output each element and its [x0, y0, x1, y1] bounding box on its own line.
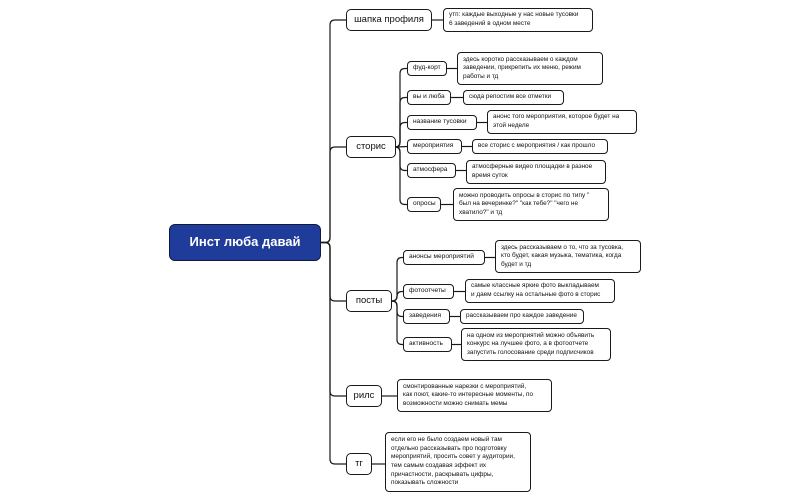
stories-item-events[interactable]: мероприятия: [407, 139, 462, 154]
stories-item-party-name[interactable]: название тусовки: [407, 115, 477, 130]
note-reels[interactable]: смонтированные нарезки с мероприятий, ка…: [397, 379, 552, 412]
branch-telegram[interactable]: тг: [346, 453, 372, 475]
note-activity[interactable]: на одном из мероприятий можно объявить к…: [461, 328, 611, 361]
note-atmosphere[interactable]: атмосферные видео площадки в разное врем…: [466, 160, 606, 184]
root-node[interactable]: Инст люба давай: [169, 224, 321, 261]
edge-root-n-reels: [321, 241, 346, 397]
note-food-court[interactable]: здесь коротко рассказываем о каждом заве…: [457, 52, 603, 85]
note-telegram[interactable]: если его не было создаем новый там отдел…: [385, 432, 531, 492]
note-header-profile[interactable]: утп: каждые выходные у нас новые тусовки…: [443, 8, 593, 32]
edge-n-posts-s-po-3: [391, 300, 403, 346]
branch-stories[interactable]: сторис: [346, 136, 396, 158]
note-photo-reports[interactable]: самые классные яркие фото выкладываем и …: [465, 279, 615, 303]
edge-n-stories-s-st-4: [394, 146, 407, 172]
edge-root-n-posts: [321, 241, 346, 302]
edge-n-stories-s-st-5: [394, 146, 407, 206]
edge-root-n-header: [321, 19, 346, 244]
stories-item-polls[interactable]: опросы: [407, 197, 441, 212]
edge-n-stories-s-st-2: [394, 121, 407, 148]
edge-n-posts-s-po-1: [391, 290, 403, 302]
note-polls[interactable]: можно проводить опросы в сторис по типу …: [453, 188, 609, 221]
note-events[interactable]: все сторис с мероприятия / как прошло: [472, 139, 608, 154]
posts-item-photo-reports[interactable]: фотоотчеты: [403, 284, 454, 299]
edge-n-stories-s-st-0: [394, 67, 407, 148]
stories-item-atmosphere[interactable]: атмосфера: [407, 163, 456, 178]
note-party-name[interactable]: анонс того мероприятия, которое будет на…: [487, 110, 637, 134]
stories-item-you-and-luba[interactable]: вы и люба: [407, 90, 451, 105]
posts-item-venues[interactable]: заведения: [403, 309, 450, 324]
note-event-announcements[interactable]: здесь рассказываем о то, что за тусовка,…: [495, 240, 641, 273]
note-venues[interactable]: рассказываем про каждое заведение: [460, 309, 584, 324]
edge-root-n-tg: [321, 241, 346, 465]
posts-item-event-announcements[interactable]: анонсы мероприятий: [403, 250, 485, 265]
branch-posts[interactable]: посты: [346, 290, 392, 312]
branch-header-profile[interactable]: шапка профиля: [346, 9, 432, 31]
branch-reels[interactable]: рилс: [346, 385, 382, 407]
edge-root-n-stories: [321, 146, 346, 244]
posts-item-activity[interactable]: активность: [403, 337, 452, 352]
note-you-and-luba[interactable]: сюда репостим все отметки: [463, 90, 564, 105]
stories-item-food-court[interactable]: фуд-корт: [407, 61, 447, 76]
